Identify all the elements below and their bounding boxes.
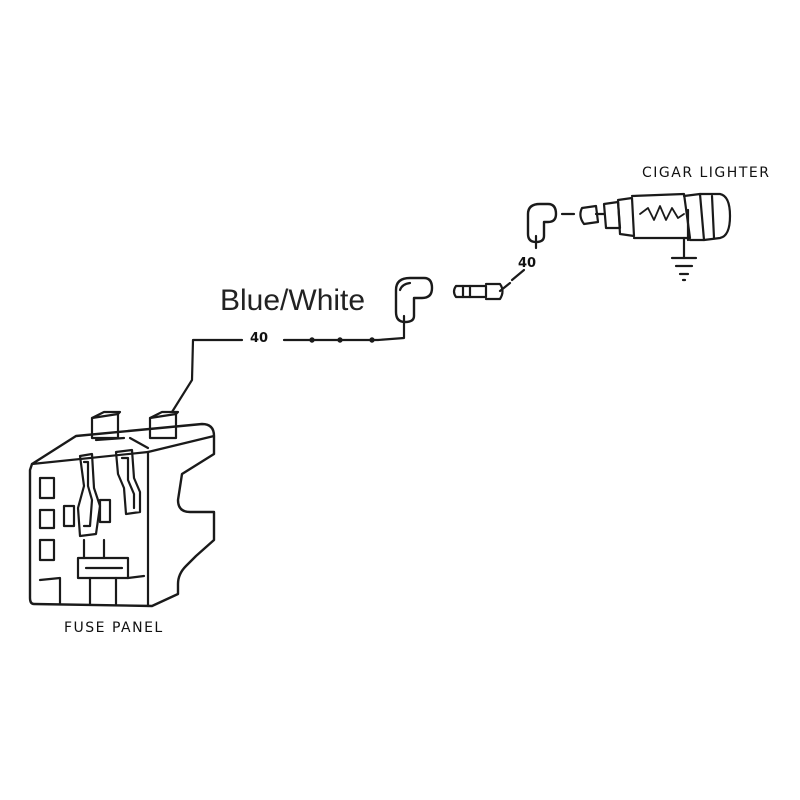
fuse-panel-label: FUSE PANEL bbox=[64, 620, 164, 636]
wire-color-label: Blue/White bbox=[220, 284, 366, 317]
cigar-lighter-body bbox=[580, 194, 730, 240]
wire-40-main bbox=[172, 316, 404, 412]
inline-connector-pin bbox=[454, 283, 510, 299]
wire-gauge-label-main: 40 bbox=[250, 331, 269, 346]
elbow-connector-left bbox=[396, 278, 432, 322]
elbow-connector-right bbox=[528, 204, 574, 242]
cigar-lighter-label: CIGAR LIGHTER bbox=[642, 165, 771, 181]
wire-gauge-label-connector: 40 bbox=[518, 256, 537, 271]
fuse-panel-drawing bbox=[30, 412, 214, 606]
ground-symbol bbox=[672, 238, 696, 280]
